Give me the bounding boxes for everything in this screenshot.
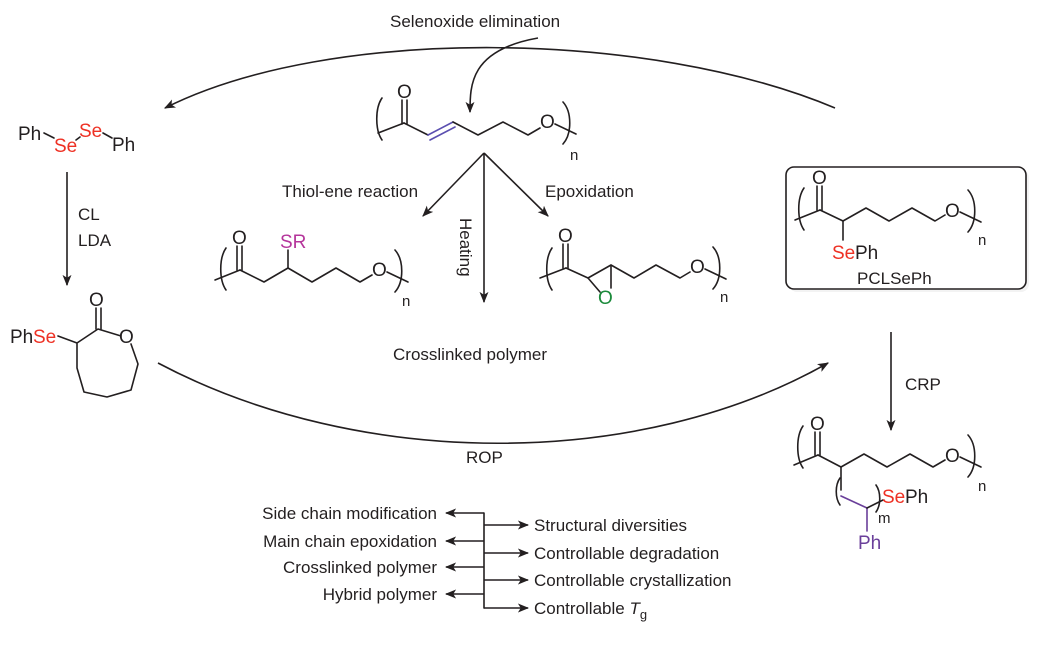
monomer-se: Se: [33, 327, 56, 348]
reagent-cl: CL: [78, 205, 100, 224]
graft-n: n: [978, 478, 986, 495]
rop-arrow: [157, 362, 829, 444]
se-atom-2: Se: [79, 121, 102, 142]
thiol-sr-group: SR: [280, 232, 306, 253]
pclseph-name: PCLSePh: [857, 269, 932, 288]
monomer-ring-o: O: [119, 327, 134, 348]
ph-left: Ph: [18, 124, 41, 145]
pclseph-n: n: [978, 232, 986, 249]
epoxidation-arrow: [483, 152, 549, 217]
pclseph-carbonyl-o: O: [812, 168, 827, 189]
thiol-ene-product: O SR O n: [214, 228, 410, 310]
selenoxide-elimination-arc: Selenoxide elimination: [163, 12, 836, 114]
thiol-carbonyl-o: O: [232, 228, 247, 249]
epoxide-product: O O O n: [539, 226, 728, 309]
graft-ph-end: Ph: [905, 487, 928, 508]
monomer-ph: Ph: [10, 327, 33, 348]
pclseph-chain-o: O: [945, 201, 960, 222]
selenoxide-elimination-label: Selenoxide elimination: [390, 12, 560, 31]
application-main-chain: Main chain epoxidation: [263, 532, 437, 551]
graft-chain-o: O: [945, 446, 960, 467]
branch-arrows: Thiol-ene reaction Heating Epoxidation: [282, 152, 634, 304]
property-degradation: Controllable degradation: [534, 544, 719, 563]
thiol-ene-label: Thiol-ene reaction: [282, 182, 418, 201]
property-tg-prefix: Controllable: [534, 599, 629, 618]
reagent-lda: LDA: [78, 231, 112, 250]
heating-label: Heating: [456, 218, 475, 277]
alkene-chain-o: O: [540, 112, 555, 133]
branch-arrow-to-alkene: [465, 37, 539, 114]
application-side-chain: Side chain modification: [262, 504, 437, 523]
pclseph-se: Se: [832, 243, 855, 264]
epoxide-carbonyl-o: O: [558, 226, 573, 247]
application-hybrid: Hybrid polymer: [323, 585, 438, 604]
graft-polymer: O O n Se Ph m Ph: [793, 414, 986, 554]
property-structural: Structural diversities: [534, 516, 687, 535]
monomer-carbonyl-o: O: [89, 290, 104, 311]
diphenyl-diselenide: Ph Se Se Ph: [18, 121, 135, 157]
ph-right: Ph: [112, 135, 135, 156]
thiol-ene-arrow: [422, 152, 485, 217]
property-crystallization: Controllable crystallization: [534, 571, 731, 590]
graft-carbonyl-o: O: [810, 414, 825, 435]
right-step-arrow: CRP: [886, 332, 941, 432]
rop-label: ROP: [466, 448, 503, 467]
pclseph-box: O Se Ph O n PCLSePh: [785, 166, 1029, 292]
rop-arc: ROP: [157, 362, 829, 467]
unsaturated-polymer: O O n: [375, 82, 578, 164]
summary-tree: Side chain modification Main chain epoxi…: [262, 504, 731, 622]
epoxide-oxygen: O: [598, 288, 613, 309]
application-crosslinked: Crosslinked polymer: [283, 558, 437, 577]
epoxide-n: n: [720, 289, 728, 306]
top-arc-arrow: [163, 46, 836, 109]
alkene-n: n: [570, 147, 578, 164]
tg-g: g: [640, 607, 647, 622]
left-step-arrow: CL LDA: [62, 172, 112, 287]
pclseph-frame: [785, 166, 1027, 290]
crosslinked-polymer-label: Crosslinked polymer: [393, 345, 547, 364]
alkene-carbonyl-o: O: [397, 82, 412, 103]
tg-t: T: [629, 599, 641, 618]
phse-caprolactone-monomer: Ph Se O O: [10, 290, 139, 398]
se-atom-1: Se: [54, 136, 77, 157]
thiol-n: n: [402, 293, 410, 310]
epoxidation-label: Epoxidation: [545, 182, 634, 201]
epoxide-chain-o: O: [690, 257, 705, 278]
graft-se: Se: [882, 487, 905, 508]
pclseph-ph: Ph: [855, 243, 878, 264]
property-tg: Controllable Tg: [534, 599, 647, 622]
graft-m: m: [878, 510, 891, 527]
graft-ph-side: Ph: [858, 533, 881, 554]
reagent-crp: CRP: [905, 375, 941, 394]
thiol-chain-o: O: [372, 260, 387, 281]
